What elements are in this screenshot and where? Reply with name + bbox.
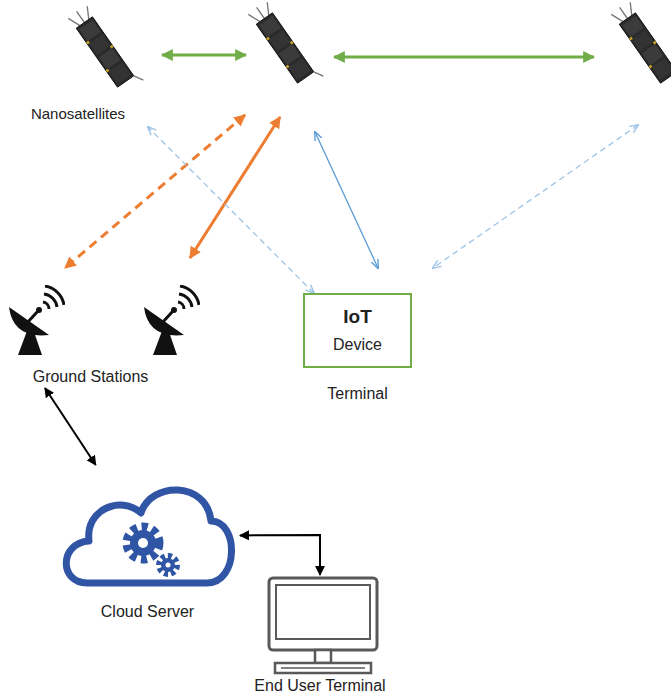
box-label: Device bbox=[303, 335, 412, 354]
satellite-node: Nanosatellites bbox=[8, 5, 148, 127]
uplink-line bbox=[433, 125, 638, 268]
uplink-line bbox=[315, 132, 378, 268]
device-box bbox=[303, 293, 412, 368]
nanosatellite-icon bbox=[611, 0, 671, 91]
iot-device-node: IoT DeviceTerminal bbox=[300, 293, 415, 405]
end-user-node: End User Terminal bbox=[245, 575, 395, 696]
ground-station-node: Ground Stations bbox=[3, 280, 203, 388]
downlink-line bbox=[65, 115, 245, 268]
connector-arrow bbox=[148, 127, 314, 293]
ground-station-icon bbox=[5, 285, 67, 363]
downlink-line bbox=[190, 117, 280, 258]
inter-satellite-link bbox=[162, 54, 246, 57]
node-label: Ground Stations bbox=[3, 367, 178, 386]
ground-station-icon bbox=[140, 285, 202, 363]
monitor-icon bbox=[245, 575, 395, 679]
node-label: End User Terminal bbox=[245, 676, 395, 695]
cloud-server-node: Cloud Server bbox=[55, 465, 240, 625]
node-label: Terminal bbox=[303, 384, 412, 403]
connector-arrow bbox=[45, 388, 96, 465]
nanosatellite-icon bbox=[60, 2, 150, 106]
box-heading: IoT bbox=[303, 306, 412, 329]
cloud-icon bbox=[55, 465, 240, 599]
node-label: Nanosatellites bbox=[8, 105, 148, 123]
node-label: Cloud Server bbox=[55, 602, 240, 621]
connector-arrow bbox=[240, 535, 320, 575]
nanosatellite-icon bbox=[248, 0, 324, 91]
inter-satellite-link bbox=[334, 56, 594, 59]
